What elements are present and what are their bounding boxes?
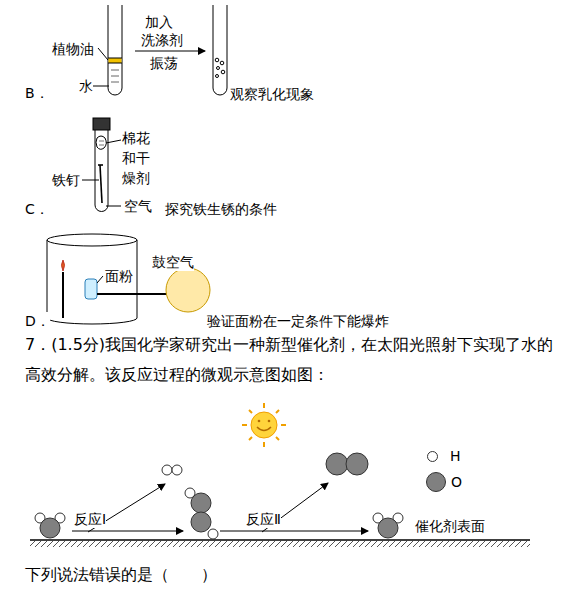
option-letter: C． <box>25 200 49 218</box>
leader-label: 铁钉 <box>52 171 80 189</box>
caption-text: 验证面粉在一定条件下能爆炸 <box>207 312 389 330</box>
caption-text: 探究铁生锈的条件 <box>165 200 277 218</box>
legend-text: O <box>451 473 462 491</box>
legend-swatch <box>426 472 446 492</box>
leader-label: 空气 <box>124 197 152 215</box>
leader-label: 棉花和干燥剂 <box>122 128 150 188</box>
arrow-label: 洗涤剂 <box>141 31 183 49</box>
option-letter: B． <box>25 84 49 102</box>
question-text: 7．(1.5分)我国化学家研究出一种新型催化剂，在太阳光照射下实现了水的高效分解… <box>25 330 560 390</box>
leader-label: 面粉 <box>105 267 133 285</box>
surface-label: 催化剂表面 <box>415 517 485 535</box>
caption-text: 观察乳化现象 <box>230 85 314 103</box>
legend-text: H <box>450 447 461 465</box>
legend-swatch <box>427 451 438 462</box>
arrow-label: 反应Ⅰ <box>74 510 106 528</box>
arrow-label: 反应Ⅱ <box>246 510 281 528</box>
leader-label: 水 <box>79 77 93 95</box>
question-text: 下列说法错误的是（ ） <box>25 566 217 584</box>
arrow-label: 振荡 <box>150 54 178 72</box>
leader-label: 鼓空气 <box>152 253 194 271</box>
arrow-label: 加入 <box>145 13 173 31</box>
leader-label: 植物油 <box>52 40 94 58</box>
option-letter: D． <box>25 312 50 330</box>
